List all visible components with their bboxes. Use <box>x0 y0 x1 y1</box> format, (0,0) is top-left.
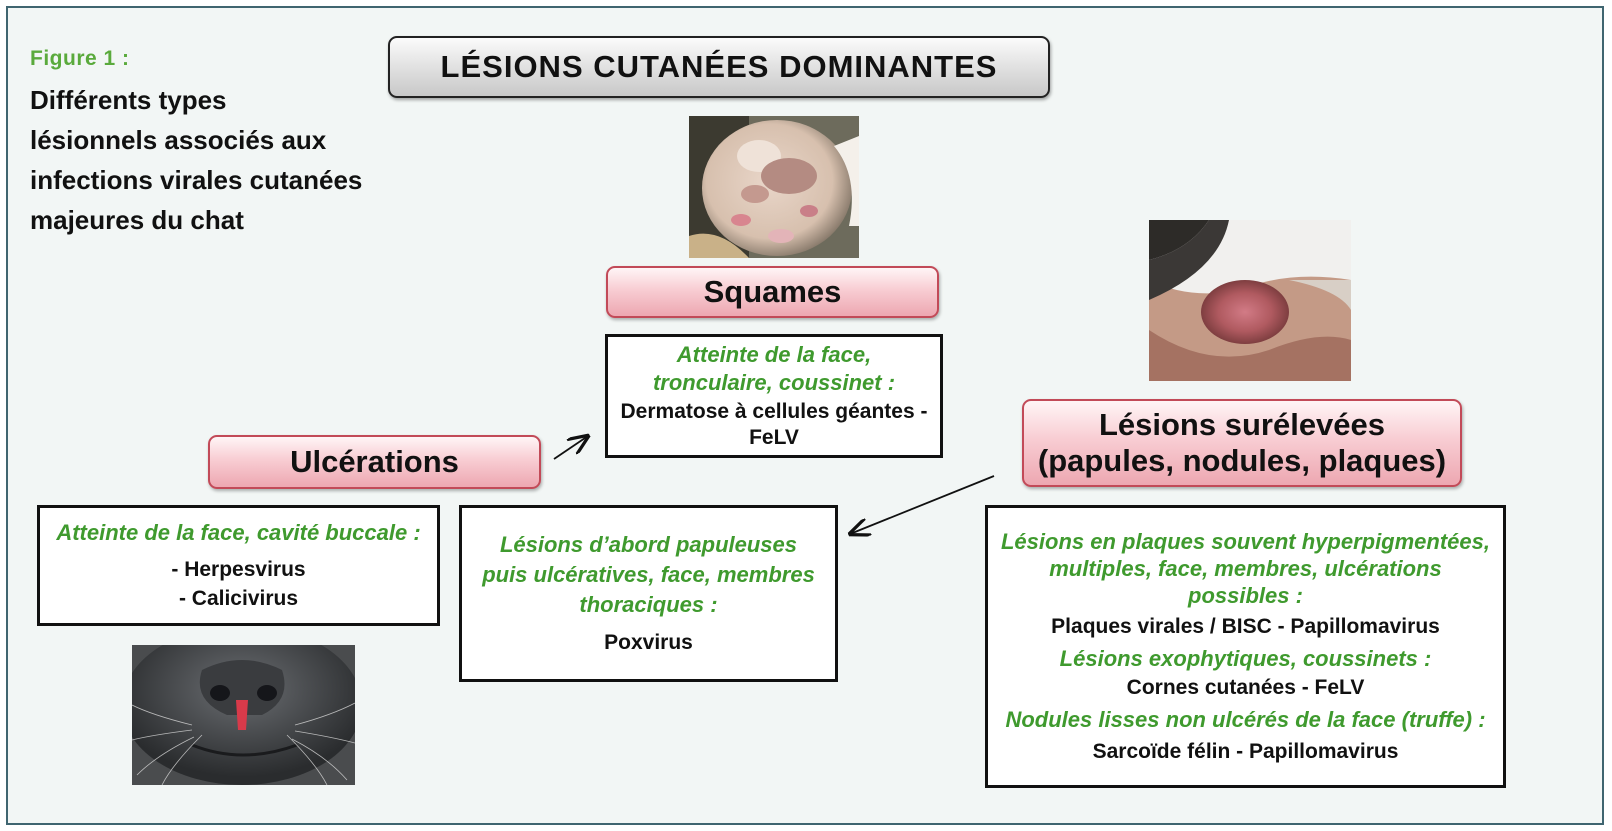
surelevees-disease: Cornes cutanées - FeLV <box>1126 675 1365 699</box>
ulcerations-disease-line: - Herpesvirus <box>171 557 306 581</box>
ulcerations-disease-line: - Calicivirus <box>178 586 299 610</box>
poxvirus-criteria-line: Lésions d’abord papuleuses <box>499 532 798 557</box>
figure-caption: Différents types lésionnels associés aux… <box>30 80 400 240</box>
surelevees-disease: Plaques virales / BISC - Papillomavirus <box>1051 614 1440 638</box>
squames-criteria-line: Atteinte de la face, <box>676 342 872 367</box>
squames-title-text: Squames <box>703 274 842 309</box>
surelevees-title-line: Lésions surélevées <box>1098 407 1386 442</box>
poxvirus-box: Lésions d’abord papuleuses puis ulcérati… <box>459 505 838 682</box>
squames-disease-line: Dermatose à cellules géantes - <box>620 400 928 423</box>
surelevees-criteria-line: Lésions en plaques souvent hyperpigmenté… <box>1000 528 1491 554</box>
caption-line: infections virales cutanées <box>30 165 363 195</box>
cat-chin-nodule-photo <box>1149 220 1351 381</box>
squames-criteria-line: tronculaire, coussinet : <box>652 370 896 395</box>
caption-line: Différents types <box>30 85 227 115</box>
caption-line: lésionnels associés aux <box>30 125 327 155</box>
surelevees-criteria-line: multiples, face, membres, ulcérations <box>1049 555 1442 581</box>
ulcerations-criteria: Atteinte de la face, cavité buccale : <box>56 519 421 545</box>
squames-title: Squames <box>606 266 939 318</box>
caption-line: majeures du chat <box>30 205 244 235</box>
surelevees-criteria-line: possibles : <box>1188 582 1303 608</box>
surelevees-title-line: (papules, nodules, plaques) <box>1037 443 1447 478</box>
squames-disease-line: FeLV <box>749 426 799 449</box>
poxvirus-criteria-line: thoraciques : <box>579 592 718 617</box>
main-title: LÉSIONS CUTANÉES DOMINANTES <box>388 36 1050 98</box>
surelevees-box: Lésions en plaques souvent hyperpigmenté… <box>985 505 1506 788</box>
squames-box: Atteinte de la face, tronculaire, coussi… <box>605 334 943 458</box>
ulcerations-title: Ulcérations <box>208 435 541 489</box>
surelevees-criteria-line: Lésions exophytiques, coussinets : <box>1059 645 1432 671</box>
figure-label: Figure 1 : <box>30 47 130 70</box>
surelevees-disease: Sarcoïde félin - Papillomavirus <box>1092 739 1399 763</box>
arrow-to-squames <box>553 436 588 460</box>
poxvirus-criteria-line: puis ulcératives, face, membres <box>482 562 815 587</box>
ulcerations-box: Atteinte de la face, cavité buccale : - … <box>37 505 440 626</box>
surelevees-criteria-line: Nodules lisses non ulcérés de la face (t… <box>1005 706 1486 732</box>
cat-nose-ulcer-photo <box>132 645 355 785</box>
poxvirus-disease: Poxvirus <box>604 631 693 654</box>
cat-paw-photo <box>689 116 859 258</box>
arrow-to-poxvirus <box>850 475 995 534</box>
ulcerations-title-text: Ulcérations <box>290 444 459 479</box>
surelevees-title: Lésions surélevées (papules, nodules, pl… <box>1022 399 1462 487</box>
